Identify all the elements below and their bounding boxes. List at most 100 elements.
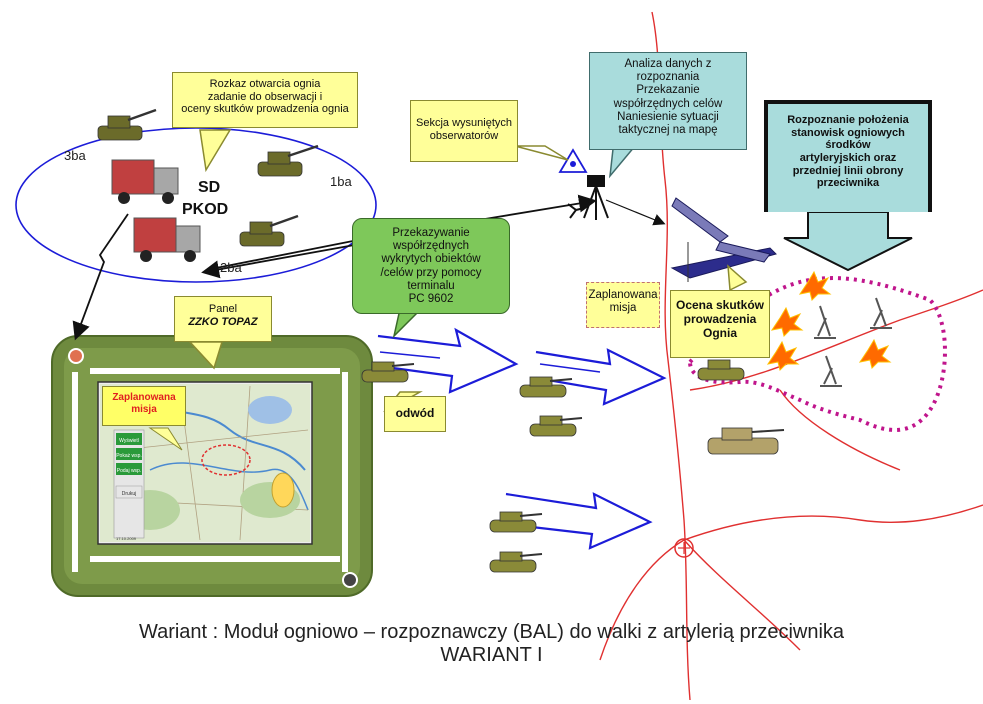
callout-line: przeciwnika bbox=[816, 177, 880, 190]
analysis-callout: Analiza danych z rozpoznania Przekazanie… bbox=[589, 52, 747, 150]
recon-callout: Rozpoznanie położenia stanowisk ogniowyc… bbox=[764, 100, 932, 212]
explosion-icons bbox=[766, 270, 892, 371]
pkod-label: PKOD bbox=[182, 201, 228, 218]
callout-line: Rozpoznanie położenia bbox=[787, 114, 909, 126]
callout-pointer bbox=[148, 427, 183, 451]
tank-icon bbox=[489, 511, 543, 533]
observer-post-icon bbox=[558, 148, 588, 173]
callout-line: rozpoznania bbox=[636, 71, 700, 84]
callout-line: obserwatorów bbox=[429, 129, 499, 142]
mortar-icon bbox=[814, 305, 836, 339]
panel-knob-icon bbox=[342, 572, 358, 588]
callout-line: Panel bbox=[208, 303, 238, 315]
map-footer-text: 17.10.2009 bbox=[116, 536, 137, 541]
callout-line: oceny skutków prowadzenia ognia bbox=[181, 103, 349, 116]
enemy-tank-icon bbox=[707, 427, 785, 455]
callout-line: taktycznej na mapę bbox=[618, 124, 718, 137]
map-button-list: Wyświetl Pokaż wsp. Podaj wsp. Drukuj 17… bbox=[115, 433, 143, 541]
panel-led-icon bbox=[68, 348, 84, 364]
callout-line: /celów przy pomocy bbox=[380, 266, 482, 279]
callout-line: artyleryjskich oraz bbox=[799, 151, 897, 164]
reserve-callout: odwód bbox=[384, 396, 446, 432]
tank-icon bbox=[697, 359, 745, 381]
tank-icon bbox=[361, 361, 415, 383]
diagram-caption: Wariant : Moduł ogniowo – rozpoznawczy (… bbox=[0, 621, 983, 667]
map-button-label: Pokaż wsp. bbox=[116, 453, 142, 459]
tank-icon bbox=[519, 376, 573, 398]
recon-down-arrow bbox=[783, 211, 913, 272]
tank-icon bbox=[489, 551, 543, 573]
callout-line: Rozkaz otwarcia ognia bbox=[209, 78, 321, 90]
howitzer-icon bbox=[257, 144, 319, 177]
truck-icons bbox=[111, 159, 201, 262]
callout-line: Przekazywanie bbox=[392, 227, 470, 239]
callout-pointer bbox=[188, 341, 224, 370]
explosion-icon bbox=[770, 306, 804, 337]
movement-arrows bbox=[377, 327, 667, 550]
truck-icon bbox=[111, 159, 179, 204]
advance-arrow bbox=[535, 348, 667, 406]
uav-icon bbox=[670, 197, 777, 282]
battery-area-ellipse bbox=[15, 127, 377, 283]
advance-arrow bbox=[377, 327, 519, 394]
mortar-icon bbox=[870, 297, 892, 329]
observers-callout: Sekcja wysuniętych obserwatorów bbox=[410, 100, 518, 162]
panel-callout: Panel ZZKO TOPAZ bbox=[174, 296, 272, 342]
callout-pointer bbox=[514, 145, 569, 161]
planned-mission-callout: Zaplanowana misja bbox=[586, 282, 660, 328]
explosion-icon bbox=[766, 340, 800, 371]
battery-1-label: 1ba bbox=[330, 174, 352, 189]
sd-label: SD bbox=[198, 179, 220, 196]
callout-line: PC 9602 bbox=[408, 293, 454, 306]
map-mission-callout: Zaplanowana misja bbox=[102, 386, 186, 426]
enemy-frontline bbox=[687, 276, 947, 432]
howitzer-icon bbox=[239, 214, 299, 247]
callout-line: współrzędnych celów bbox=[613, 97, 723, 110]
callout-pointer bbox=[199, 129, 232, 173]
caption-line-1: Wariant : Moduł ogniowo – rozpoznawczy (… bbox=[138, 621, 845, 643]
howitzer-icons bbox=[97, 108, 319, 247]
callout-line: misja bbox=[609, 302, 637, 315]
callout-line: Przekazanie bbox=[636, 84, 700, 97]
callout-line: stanowisk ogniowych środków bbox=[791, 126, 905, 152]
callout-line: przedniej linii obrony bbox=[792, 164, 904, 177]
map-button[interactable] bbox=[115, 485, 143, 499]
map-button-label: Drukuj bbox=[122, 491, 136, 497]
callout-line: współrzędnych bbox=[392, 240, 470, 253]
truck-icon bbox=[133, 217, 201, 262]
callout-pointer bbox=[727, 264, 748, 292]
callout-line: misja bbox=[131, 403, 157, 415]
callout-line: ZZKO TOPAZ bbox=[188, 315, 258, 328]
map-button-label: Wyświetl bbox=[119, 438, 139, 444]
map-button[interactable] bbox=[116, 448, 142, 460]
callout-line: Sekcja wysuniętych bbox=[416, 117, 512, 129]
battery-2-label: 2ba bbox=[220, 260, 242, 275]
tank-icons bbox=[361, 359, 785, 573]
caption-line-2: WARIANT I bbox=[440, 644, 543, 666]
observer-tripod-icon bbox=[567, 175, 609, 220]
transfer-callout: Przekazywanie współrzędnych wykrytych ob… bbox=[352, 218, 510, 314]
tank-icon bbox=[529, 415, 583, 437]
callout-line: zadanie do obserwacji i bbox=[207, 90, 323, 103]
callout-line: Ognia bbox=[702, 325, 737, 340]
mortar-icon bbox=[820, 355, 842, 387]
map-button[interactable] bbox=[116, 433, 142, 445]
callout-line: Zaplanowana bbox=[588, 289, 658, 301]
callout-line: Analiza danych z bbox=[624, 58, 712, 70]
explosion-icon bbox=[858, 338, 892, 369]
explosion-icon bbox=[798, 270, 832, 301]
howitzer-icon bbox=[97, 108, 157, 141]
callout-line: wykrytych obiektów bbox=[381, 253, 481, 266]
callout-line: Zaplanowana bbox=[112, 392, 176, 403]
crossroad-marker bbox=[674, 538, 694, 558]
map-button[interactable] bbox=[116, 463, 142, 475]
mortar-icons bbox=[814, 297, 892, 387]
callout-line: Ocena skutków bbox=[675, 298, 765, 312]
assessment-callout: Ocena skutków prowadzenia Ognia bbox=[670, 290, 770, 358]
callout-line: Naniesienie sytuacji bbox=[617, 110, 719, 123]
map-button-label: Podaj wsp. bbox=[117, 468, 141, 474]
advance-arrow bbox=[505, 492, 653, 550]
fire-order-callout: Rozkaz otwarcia ognia zadanie do obserwa… bbox=[172, 72, 358, 128]
callout-line: terminalu bbox=[407, 279, 455, 292]
callout-line: odwód bbox=[395, 406, 435, 420]
